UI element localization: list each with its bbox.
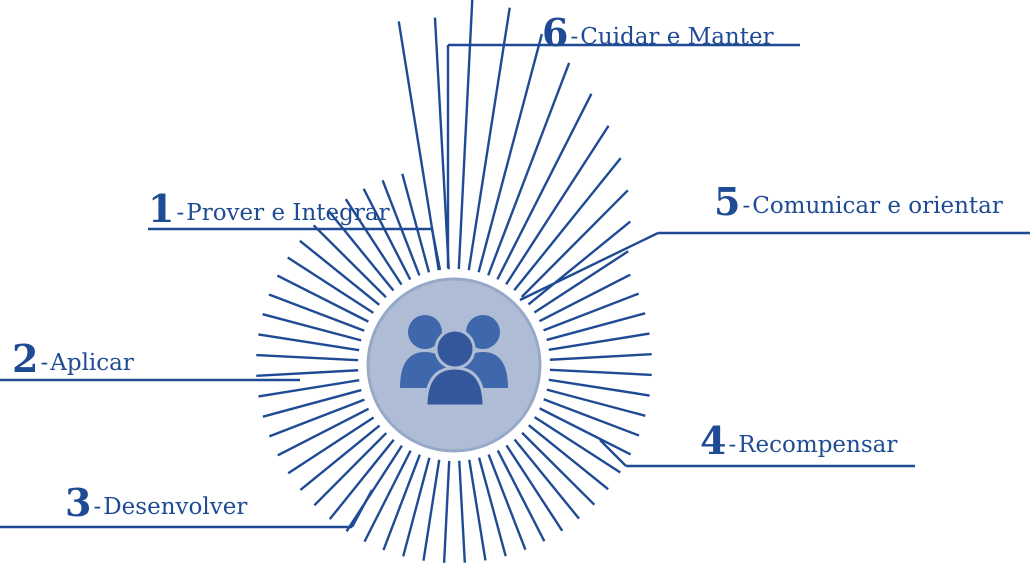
ray-line — [401, 173, 431, 273]
ray-line — [276, 274, 369, 323]
ray-line — [344, 198, 403, 286]
ray-line — [549, 352, 652, 361]
ray-line — [505, 444, 564, 532]
item-label-6: 6-Cuidar e Manter — [542, 14, 774, 52]
leader-line-group — [0, 43, 1030, 529]
ray-line — [533, 250, 629, 314]
ray-line — [467, 7, 511, 271]
ray-line — [258, 333, 360, 352]
leader-line-5-connector — [519, 231, 659, 302]
ray-line — [277, 407, 370, 457]
item-label-5: 5-Comunicar e orientar — [714, 183, 1003, 221]
leader-line-4-connector — [599, 439, 627, 467]
item-text: Cuidar e Manter — [580, 24, 774, 50]
item-text: Comunicar e orientar — [752, 193, 1003, 219]
ray-line — [496, 449, 546, 542]
item-separator: - — [570, 24, 579, 50]
ray-line — [487, 454, 527, 551]
ray-line — [258, 379, 360, 398]
item-text: Desenvolver — [103, 494, 248, 520]
ray-line — [299, 424, 381, 491]
ray-line — [477, 33, 544, 273]
ray-line — [546, 388, 646, 417]
ray-line — [468, 459, 487, 561]
ray-line — [433, 17, 450, 270]
item-text: Recompensar — [738, 432, 898, 458]
ray-line — [442, 460, 451, 563]
ray-line — [513, 157, 622, 292]
ray-line — [477, 457, 507, 557]
ray-line — [505, 125, 610, 286]
ray-line — [527, 220, 632, 306]
ray-line — [458, 460, 467, 563]
ray-line — [382, 454, 421, 551]
item-separator: - — [176, 200, 185, 226]
leader-line-3-connector — [350, 489, 374, 528]
item-label-4: 4-Recompensar — [700, 422, 897, 460]
ray-line — [256, 369, 359, 378]
ray-line — [487, 62, 571, 276]
ray-line — [299, 239, 381, 306]
item-label-3: 3-Desenvolver — [65, 484, 247, 522]
ray-line — [520, 189, 629, 298]
people-group-icon — [400, 315, 508, 408]
item-separator: - — [93, 494, 102, 520]
ray-line — [527, 424, 609, 491]
ray-line — [262, 388, 362, 418]
ray-line — [457, 0, 474, 270]
ray-line — [548, 378, 650, 397]
ray-line — [287, 256, 375, 314]
ray-line — [262, 313, 362, 342]
item-text: Aplicar — [50, 350, 134, 376]
ray-line — [543, 292, 640, 332]
item-number: 1 — [148, 186, 175, 231]
ray-line — [548, 332, 650, 351]
ray-line — [397, 21, 440, 271]
item-number: 4 — [700, 418, 727, 463]
ray-line — [256, 353, 359, 362]
item-label-1: 1-Prover e Integrar — [148, 190, 390, 228]
item-text: Prover e Integrar — [186, 200, 390, 226]
item-separator: - — [742, 193, 751, 219]
ray-line — [287, 416, 375, 475]
ray-line — [496, 93, 593, 280]
ray-line — [543, 398, 640, 437]
item-separator: - — [728, 432, 737, 458]
ray-line — [546, 312, 646, 342]
ray-line — [362, 188, 412, 281]
ray-line — [328, 438, 395, 520]
ray-line — [549, 368, 652, 377]
ray-line — [312, 224, 387, 299]
item-number: 6 — [542, 10, 569, 55]
ray-line — [521, 431, 596, 506]
ray-line — [363, 450, 412, 543]
item-separator: - — [40, 350, 49, 376]
item-label-2: 2-Aplicar — [12, 340, 134, 378]
ray-line — [313, 432, 388, 507]
ray-line — [533, 416, 621, 474]
item-number: 3 — [65, 480, 92, 525]
ray-line — [539, 407, 632, 456]
ray-line — [513, 438, 580, 520]
ray-line — [345, 444, 403, 532]
item-number: 5 — [714, 179, 741, 224]
leader-line-1-connector — [430, 228, 442, 271]
ray-line — [422, 459, 441, 561]
ray-group — [256, 0, 652, 563]
ray-line — [268, 398, 365, 438]
ray-line — [268, 293, 365, 332]
ray-line — [328, 210, 395, 292]
item-number: 2 — [12, 336, 39, 381]
ray-line — [402, 457, 431, 557]
ray-line — [538, 273, 631, 323]
